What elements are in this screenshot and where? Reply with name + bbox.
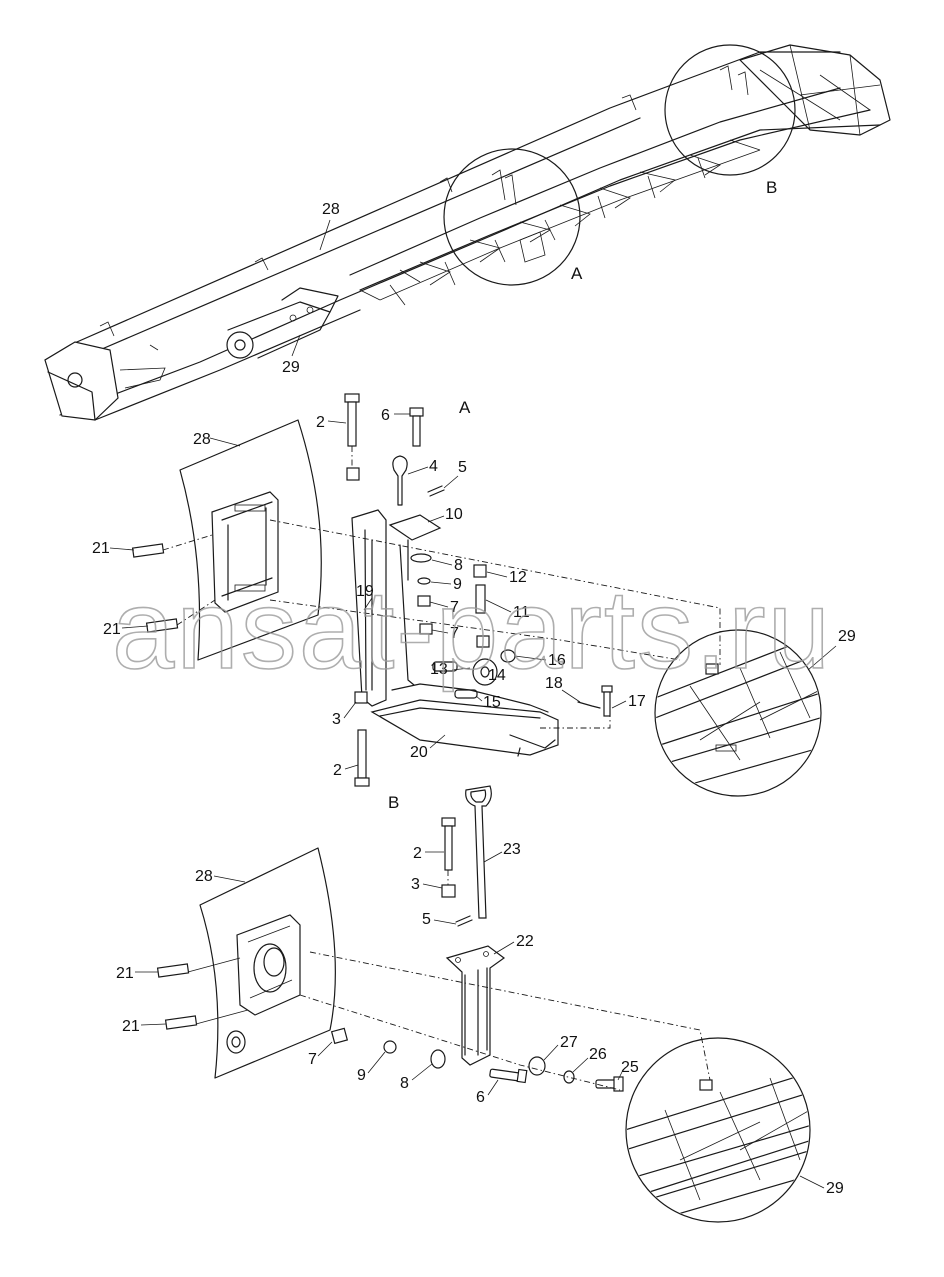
nut-3-bottom xyxy=(354,691,368,704)
axle-13 xyxy=(432,661,458,672)
callout-20-a: 20 xyxy=(410,744,428,761)
callout-16-a: 16 xyxy=(548,652,566,669)
boom-truss xyxy=(349,44,891,306)
callout-26-b: 26 xyxy=(589,1046,607,1063)
callout-28-b: 28 xyxy=(195,868,213,885)
base-frame-20 xyxy=(370,699,559,756)
sleeve-12 xyxy=(473,564,487,578)
clip-5 xyxy=(427,485,445,497)
callout-7-a-1: 7 xyxy=(450,599,459,616)
callout-29-b: 29 xyxy=(826,1180,844,1197)
bolt-2-bottom xyxy=(354,729,370,787)
plate-10 xyxy=(388,514,442,541)
callout-6-a: 6 xyxy=(381,407,390,424)
washer-8-b xyxy=(430,1049,446,1069)
detail-circle-b xyxy=(664,44,796,176)
bolt-25 xyxy=(595,1076,624,1092)
callout-28-overview: 28 xyxy=(322,201,340,218)
bolt-17 xyxy=(601,685,613,717)
shim-21-b-top xyxy=(156,963,190,978)
nut-3-b xyxy=(441,884,456,898)
callout-9-a: 9 xyxy=(453,576,462,593)
callout-21-a-top: 21 xyxy=(92,540,110,557)
shim-21-b-bottom xyxy=(164,1015,198,1030)
callout-29-overview: 29 xyxy=(282,359,300,376)
callout-29-a: 29 xyxy=(838,628,856,645)
washer-9-b xyxy=(383,1040,397,1054)
callout-15-a: 15 xyxy=(483,694,501,711)
bolt-6 xyxy=(409,407,424,447)
callout-3-b: 3 xyxy=(411,876,420,893)
detail-view-b: B xyxy=(116,785,844,1223)
callout-21-b-top: 21 xyxy=(116,965,134,982)
callout-23-b: 23 xyxy=(503,841,521,858)
nut-7-a2 xyxy=(419,623,433,635)
view-label-b-overview: B xyxy=(766,178,777,197)
callout-11-a: 11 xyxy=(513,604,530,621)
nut-7-b xyxy=(330,1027,349,1045)
washer-27 xyxy=(528,1056,546,1076)
watermark: ansat-parts.ru xyxy=(112,567,832,692)
callout-5-b: 5 xyxy=(422,911,431,928)
callout-22-b: 22 xyxy=(516,933,534,950)
bolt-2-b xyxy=(441,817,456,871)
nut-7-a1 xyxy=(417,595,431,607)
callout-7-b: 7 xyxy=(308,1051,317,1068)
clip-18 xyxy=(577,701,601,709)
callout-9-b: 9 xyxy=(357,1067,366,1084)
callout-13-a: 13 xyxy=(430,661,448,678)
callout-28-a: 28 xyxy=(193,431,211,448)
support-22 xyxy=(445,945,506,1066)
callout-8-b: 8 xyxy=(400,1075,409,1092)
callout-2-a-bottom: 2 xyxy=(333,762,342,779)
shim-21-bottom xyxy=(145,618,179,633)
callout-8-a: 8 xyxy=(454,557,463,574)
callout-21-a-bottom: 21 xyxy=(103,621,121,638)
nut-3-top xyxy=(346,467,360,481)
bolt-6-b xyxy=(489,1068,528,1084)
roller-14 xyxy=(472,658,498,686)
view-label-a-overview: A xyxy=(571,264,583,283)
handle-23 xyxy=(465,785,492,919)
truss-detail-29-a xyxy=(654,629,822,797)
callout-10-a: 10 xyxy=(445,506,463,523)
callout-6-b: 6 xyxy=(476,1089,485,1106)
callout-12-a: 12 xyxy=(509,569,527,586)
pin-11 xyxy=(475,584,486,614)
callout-25-b: 25 xyxy=(621,1059,639,1076)
callout-21-b-bottom: 21 xyxy=(122,1018,140,1035)
washer-8-a xyxy=(410,553,432,563)
callout-3-a: 3 xyxy=(332,711,341,728)
view-a-title: A xyxy=(459,398,471,417)
callout-2-a-top: 2 xyxy=(316,414,325,431)
callout-2-b: 2 xyxy=(413,845,422,862)
shim-21-top xyxy=(131,543,165,558)
clip-5-b xyxy=(455,915,473,927)
boom-overview: 28 29 A B xyxy=(44,44,891,421)
detail-view-a: A xyxy=(92,393,856,797)
callout-14-a: 14 xyxy=(488,667,506,684)
truss-detail-29-b xyxy=(625,1037,811,1223)
boom-wall-section-a xyxy=(179,419,322,661)
washer-9-a xyxy=(417,577,431,585)
callout-18-a: 18 xyxy=(545,675,563,692)
bolt-2-top xyxy=(344,393,360,447)
callout-5-a: 5 xyxy=(458,459,467,476)
callout-7-a-2: 7 xyxy=(450,625,459,642)
view-b-title: B xyxy=(388,793,399,812)
callout-19-a: 19 xyxy=(356,583,374,600)
washer-26 xyxy=(563,1070,575,1084)
boom-wall-section-b xyxy=(199,847,336,1079)
detail-circle-a xyxy=(443,148,581,286)
callout-17-a: 17 xyxy=(628,693,646,710)
callout-27-b: 27 xyxy=(560,1034,578,1051)
lynch-pin-4 xyxy=(392,455,408,506)
callout-4-a: 4 xyxy=(429,458,438,475)
